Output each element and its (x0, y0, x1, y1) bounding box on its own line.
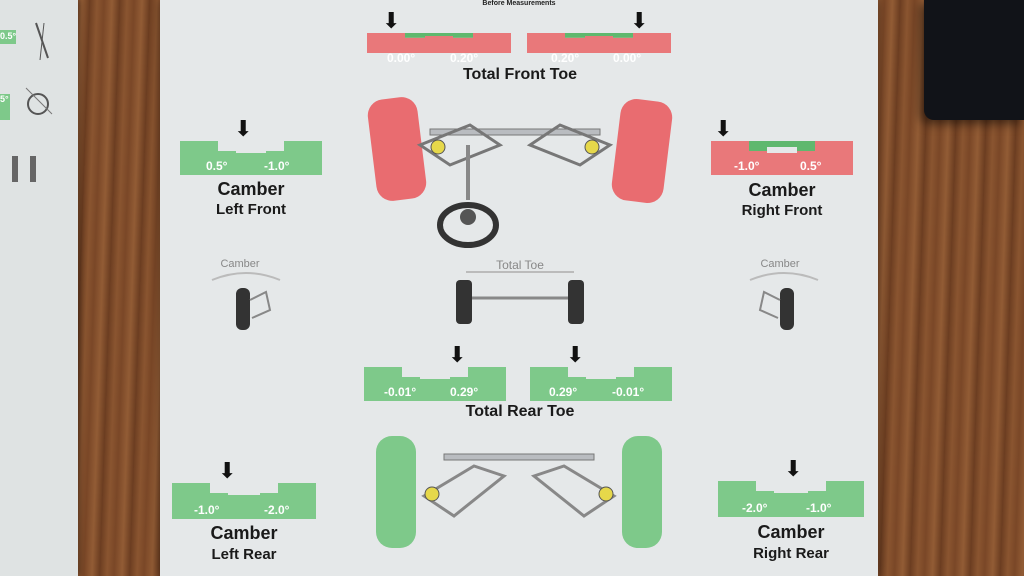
camber-rf-arrow-icon: ⬇ (714, 116, 733, 141)
camber-lr-arrow-icon: ⬇ (218, 458, 237, 483)
camber-rr-gauge (718, 481, 864, 517)
camber-right-diagram-icon (749, 272, 819, 330)
camber-lr-value-b: -2.0° (264, 503, 290, 517)
diagram-total-toe-label: Total Toe (496, 258, 544, 272)
rear-toe-title: Total Rear Toe (465, 403, 575, 420)
front-toe-title: Total Front Toe (462, 66, 578, 83)
front-toe-right-gauge (527, 33, 671, 53)
camber-lf-value-b: -1.0° (264, 159, 290, 173)
rear-toe-left-value-b: 0.29° (450, 385, 479, 399)
front-toe-left-arrow-icon: ⬇ (382, 8, 401, 33)
rear-toe-right-value-a: 0.29° (549, 385, 578, 399)
camber-lf-value-a: 0.5° (206, 159, 228, 173)
rear-left-wheel (376, 436, 416, 548)
camber-lf-gauge (180, 141, 322, 175)
side-sheet: 0.5° 5° (0, 0, 78, 576)
camber-lr-value-a: -1.0° (194, 503, 220, 517)
camber-rr-value-a: -2.0° (742, 501, 768, 515)
rear-toe-right-gauge (530, 367, 672, 401)
diagram-camber-right-label: Camber (760, 258, 800, 270)
camber-rf-value-a: -1.0° (734, 159, 760, 173)
side-sheet-wheel-icon (35, 22, 49, 61)
diagram-camber-left-label: Camber (220, 258, 260, 270)
rear-toe-left-gauge (364, 367, 506, 401)
camber-rr-value-b: -1.0° (806, 501, 832, 515)
camber-rf-value-b: 0.5° (800, 159, 822, 173)
camber-lf-arrow-icon: ⬇ (234, 116, 253, 141)
camber-lr-subtitle: Left Rear (211, 546, 277, 563)
front-toe-right-arrow-icon: ⬇ (630, 8, 649, 33)
camber-rr-title: Camber (757, 522, 825, 542)
side-sheet-wheel-icon-2 (25, 87, 53, 115)
camber-rf-title: Camber (748, 180, 816, 200)
sheet-header: Before Measurements (482, 0, 556, 7)
camber-left-diagram-icon (211, 272, 281, 330)
monitor-corner (924, 0, 1024, 120)
front-toe-right-value-a: 0.20° (551, 51, 580, 65)
front-toe-left-gauge (367, 33, 511, 53)
side-sheet-value-2: 5° (0, 94, 9, 104)
front-toe-left-value-b: 0.20° (450, 51, 479, 65)
rear-toe-right-value-b: -0.01° (612, 385, 645, 399)
side-sheet-wheel-icon-3 (12, 156, 36, 182)
rear-right-wheel (622, 436, 662, 548)
camber-rf-subtitle: Right Front (741, 202, 823, 219)
rear-toe-left-arrow-icon: ⬇ (448, 342, 467, 367)
side-sheet-value-1: 0.5° (0, 31, 17, 41)
rear-toe-left-value-a: -0.01° (384, 385, 417, 399)
camber-rr-subtitle: Right Rear (753, 545, 829, 562)
alignment-sheet: Before Measurements 0.00° 0.20° ⬇ 0.20° … (160, 0, 878, 576)
camber-lf-title: Camber (217, 179, 285, 199)
camber-rr-arrow-icon: ⬇ (784, 456, 803, 481)
total-toe-diagram-icon (456, 271, 584, 324)
rear-toe-right-arrow-icon: ⬇ (566, 342, 585, 367)
rear-suspension-icon (421, 453, 617, 518)
front-suspension-icon (416, 123, 614, 248)
camber-lr-title: Camber (210, 523, 278, 543)
camber-lf-subtitle: Left Front (216, 201, 286, 218)
camber-rf-gauge (711, 141, 853, 175)
front-toe-right-value-b: 0.00° (613, 51, 642, 65)
front-toe-left-value-a: 0.00° (387, 51, 416, 65)
camber-lr-gauge (172, 483, 316, 519)
